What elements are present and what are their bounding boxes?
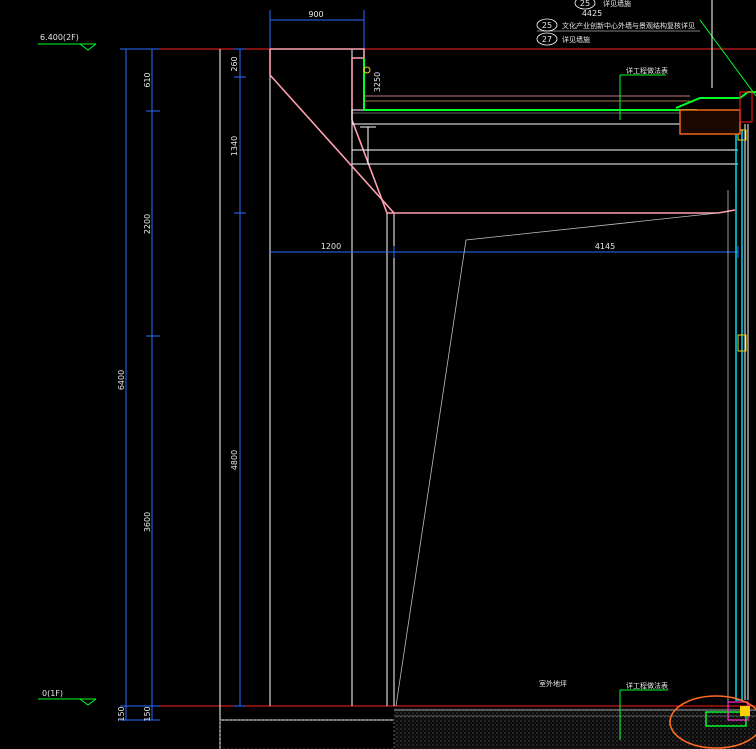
roof-note-text: 详工程做法表	[626, 66, 668, 75]
callout-group: 25 详见墙施 25 文化产业创新中心外墙与景观结构复核详见 27 详见墙施	[536, 0, 700, 46]
wall-lines	[219, 49, 395, 749]
roof-edge-detail	[675, 0, 756, 135]
dim-150-inner: 150	[117, 706, 126, 721]
dim-610: 610	[143, 72, 152, 87]
dim-900: 900	[308, 10, 323, 19]
callout-2-num: 25	[542, 21, 552, 30]
ground-section	[219, 708, 756, 749]
dim-1340: 1340	[230, 136, 239, 156]
callout-2: 25 文化产业创新中心外墙与景观结构复核详见	[536, 18, 695, 32]
level-marker-top: 6.400(2F)	[38, 33, 97, 51]
level-label-top: 6.400(2F)	[40, 33, 79, 42]
dimension-text-left: 610 2200 3600 150 6400 150 260 1340 4800	[117, 56, 239, 721]
leader-line-canopy	[395, 212, 719, 707]
dim-4425: 4425	[582, 9, 602, 18]
callout-3: 27 详见墙施	[536, 32, 590, 46]
dim-2200: 2200	[143, 214, 152, 234]
callout-1-num: 25	[580, 0, 590, 8]
callout-2-text: 文化产业创新中心外墙与景观结构复核详见	[562, 21, 695, 30]
dim-150-outer: 150	[143, 706, 152, 721]
callout-3-num: 27	[542, 35, 552, 44]
callout-1-text: 详见墙施	[603, 0, 631, 8]
dimension-span: 1200 4145	[270, 242, 739, 258]
roof-note: 详工程做法表	[619, 66, 668, 120]
level-marker-bottom: 0(1F)	[38, 689, 97, 706]
ground-note-text: 详工程做法表	[626, 681, 668, 690]
callout-1: 25 详见墙施	[574, 0, 631, 10]
highlight-circle	[669, 695, 756, 749]
dim-4145: 4145	[595, 242, 615, 251]
level-lines	[122, 48, 756, 707]
dimension-chain-left	[120, 48, 246, 721]
callout-3-text: 详见墙施	[562, 35, 590, 44]
dim-3600: 3600	[143, 512, 152, 532]
ground-label-text: 室外地坪	[539, 679, 567, 688]
ground-note: 详工程做法表 室外地坪	[539, 679, 668, 740]
dimension-top-900: 900 4425	[269, 9, 602, 49]
level-label-bottom: 0(1F)	[42, 689, 63, 698]
dim-4800: 4800	[230, 450, 239, 470]
dim-1200: 1200	[321, 242, 341, 251]
dim-parapet-3250: 3250	[373, 72, 382, 92]
base-detail	[669, 695, 756, 749]
dim-260: 260	[230, 56, 239, 71]
steel-beam	[360, 126, 376, 165]
dim-6400-total: 6400	[117, 370, 126, 390]
